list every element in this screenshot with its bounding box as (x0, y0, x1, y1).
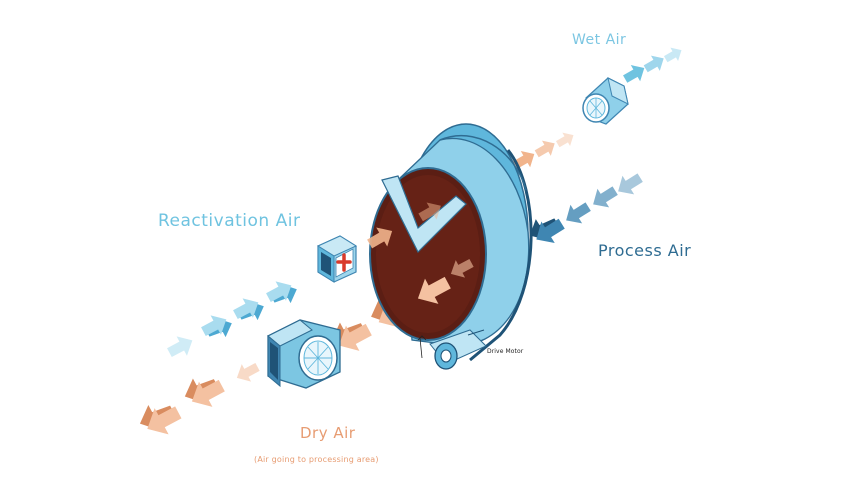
arrow-icon (178, 368, 229, 415)
process-air-arrows (523, 168, 647, 251)
desiccant-wheel-icon (364, 123, 533, 362)
dry-air-note: (Air going to processing area) (254, 455, 379, 464)
arrow-icon (560, 197, 595, 230)
arrow-icon (198, 309, 237, 346)
arrow-icon (620, 59, 649, 88)
process-air-label: Process Air (598, 241, 692, 260)
drive-motor-label: Drive Motor (487, 348, 524, 355)
arrow-icon (661, 43, 686, 66)
arrow-icon (612, 168, 647, 201)
arrow-icon (263, 275, 302, 312)
arrow-icon (532, 135, 560, 162)
arrow-icon (587, 181, 622, 214)
wet-air-label: Wet Air (572, 32, 627, 48)
exhaust-fan-icon (582, 77, 629, 125)
heater-icon (316, 235, 358, 283)
arrow-icon (232, 358, 263, 387)
reactivation-fan-icon (267, 319, 341, 389)
arrow-icon (553, 128, 578, 151)
drive-motor-icon (417, 329, 487, 370)
arrow-icon (164, 330, 198, 363)
arrow-icon (641, 50, 669, 77)
arrow-icon (132, 394, 186, 442)
reactivation-air-label: Reactivation Air (158, 211, 301, 231)
arrow-icon (230, 292, 269, 329)
dry-air-label: Dry Air (300, 424, 356, 442)
